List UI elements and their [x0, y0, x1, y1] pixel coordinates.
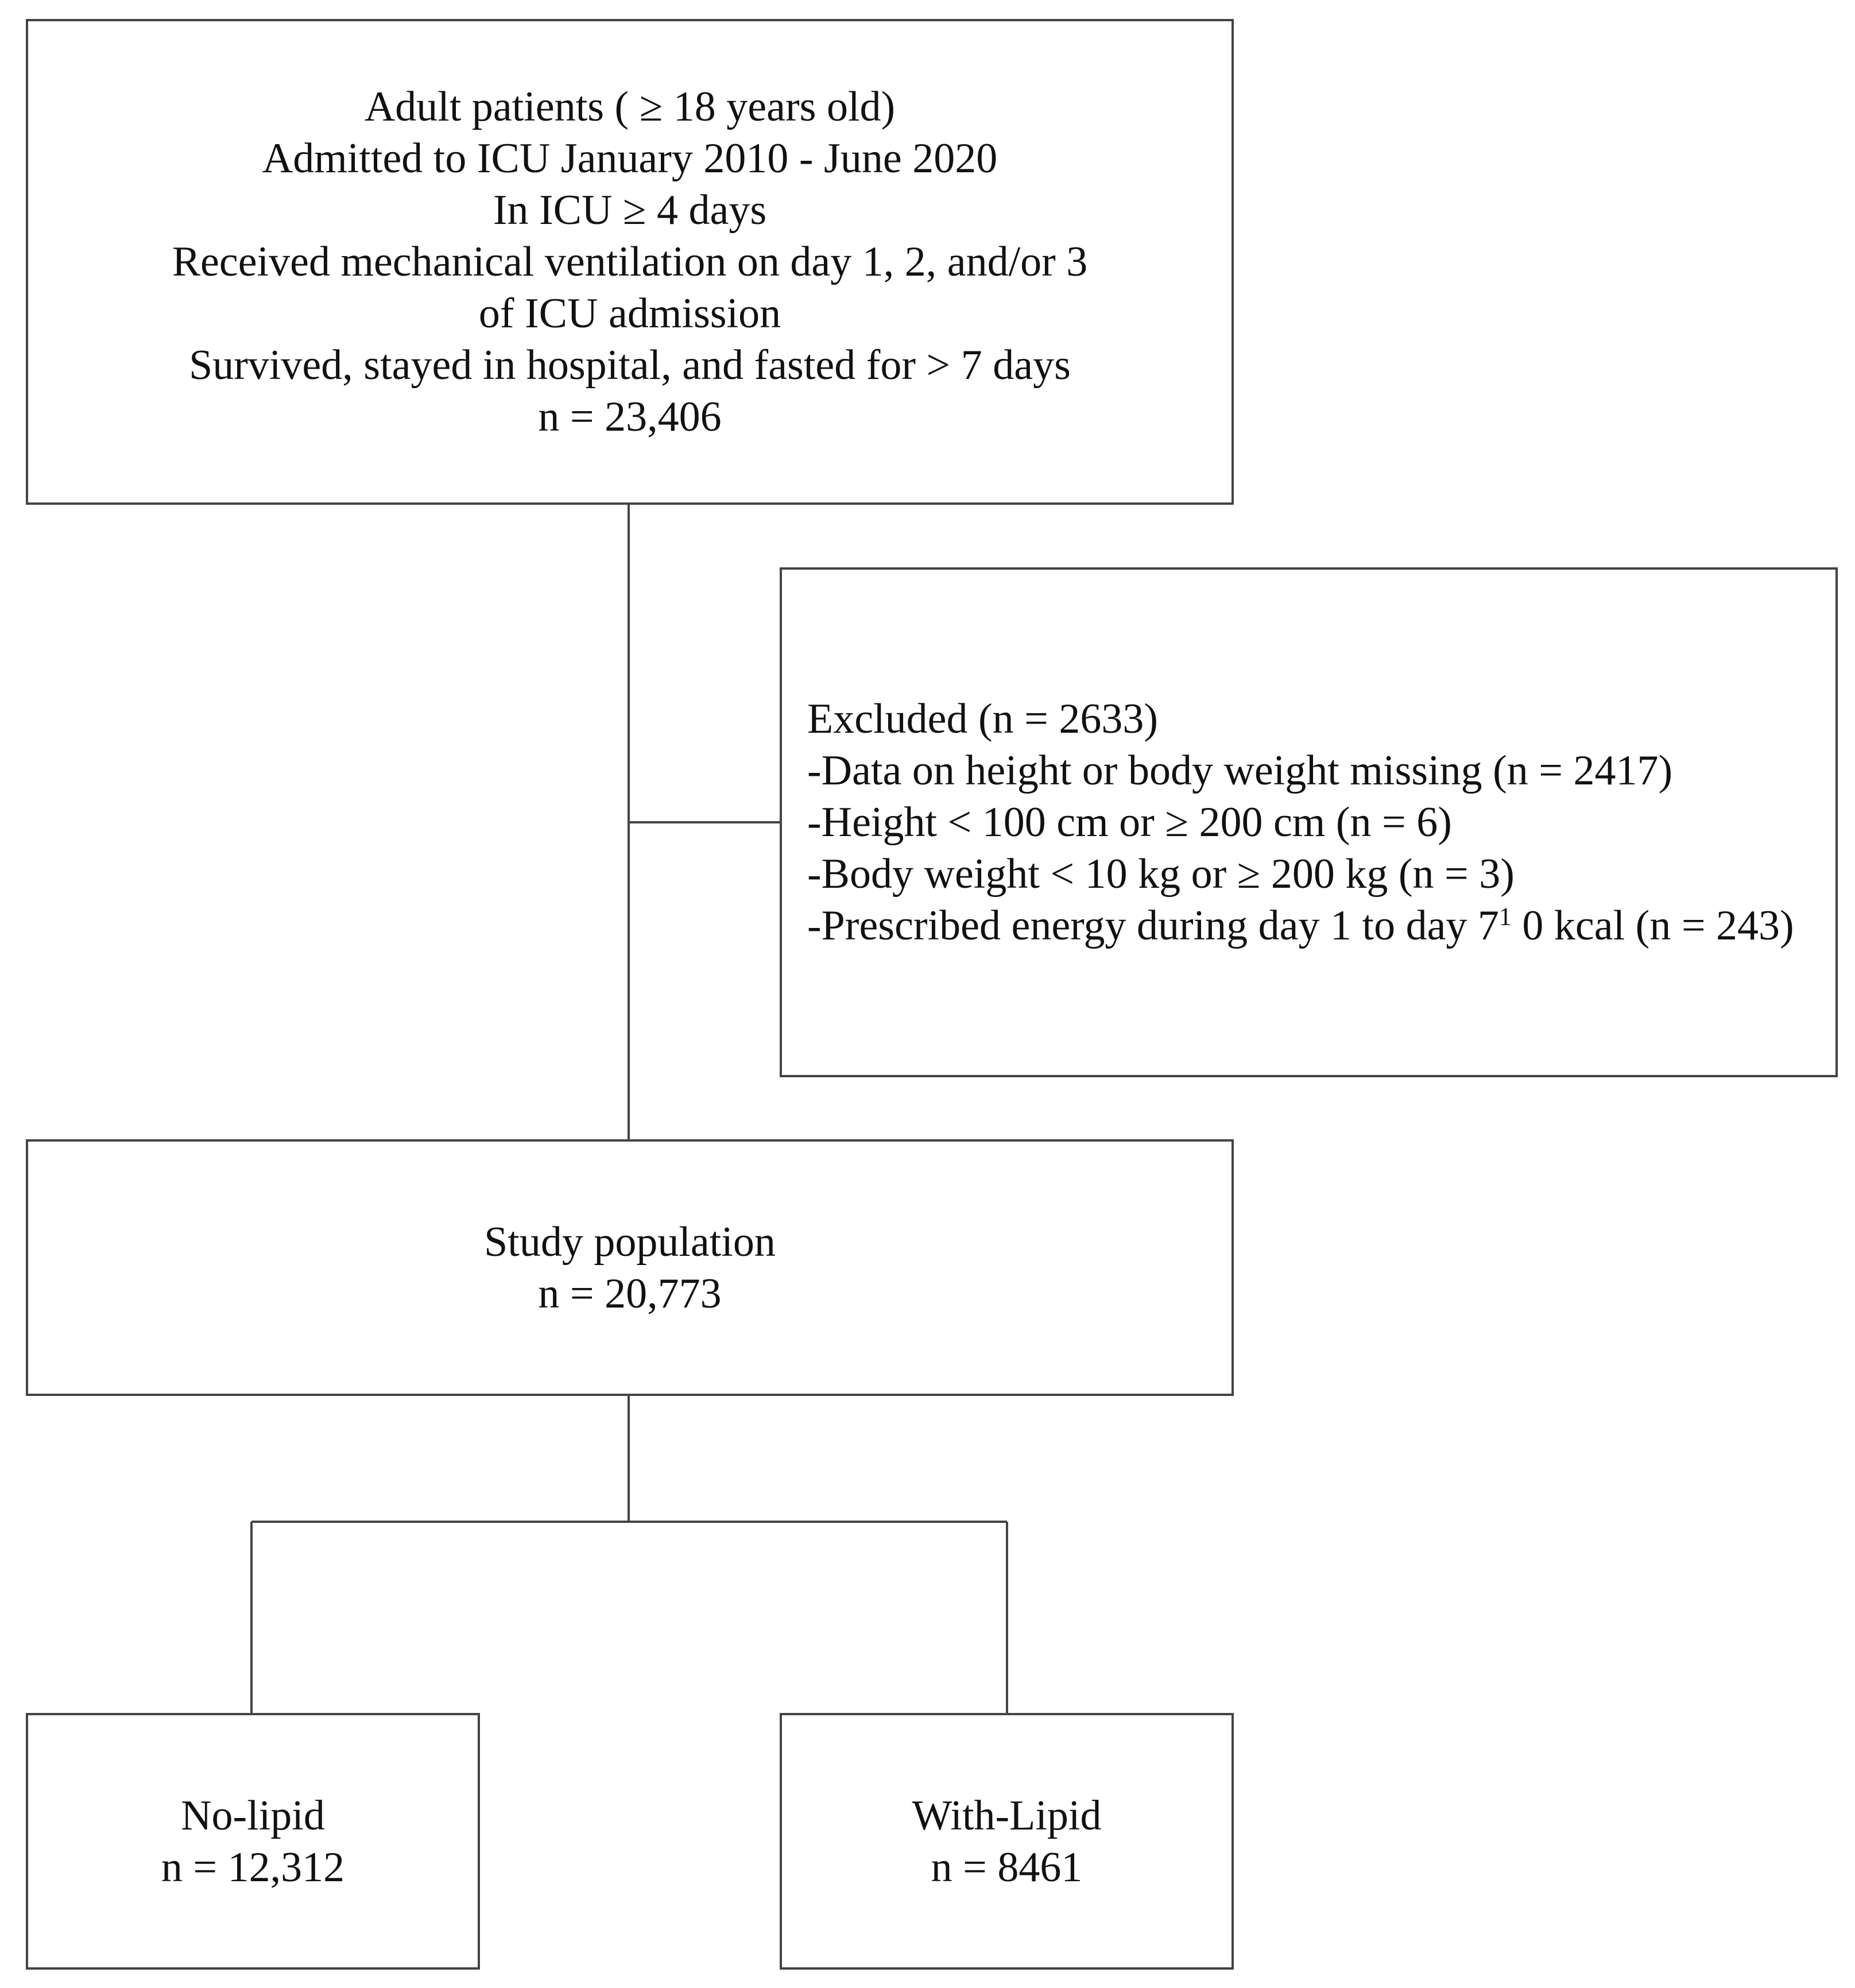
- study-population-count: n = 20,773: [538, 1270, 722, 1317]
- excluded-reason-energy-text-end: 0 kcal (n = 243): [1511, 902, 1794, 949]
- excluded-reason-weight: -Body weight < 10 kg or ≥ 200 kg (n = 3): [807, 850, 1515, 898]
- excluded-reason-energy: -Prescribed energy during day 1 to day 7…: [807, 900, 1794, 952]
- no-lipid-count: n = 12,312: [161, 1843, 345, 1891]
- with-lipid-count: n = 8461: [931, 1843, 1083, 1891]
- eligibility-line-age: Adult patients ( ≥ 18 years old): [364, 83, 896, 130]
- no-lipid-label: No-lipid: [181, 1792, 325, 1839]
- eligibility-count: n = 23,406: [538, 393, 722, 440]
- excluded-title: Excluded (n = 2633): [807, 695, 1158, 742]
- eligibility-line-ventilation-cont: of ICU admission: [478, 290, 781, 337]
- eligibility-line-ventilation: Received mechanical ventilation on day 1…: [172, 238, 1088, 285]
- no-lipid-box: No-lipid n = 12,312: [26, 1713, 480, 1970]
- excluded-reason-energy-sup: 1: [1498, 902, 1512, 931]
- excluded-box: Excluded (n = 2633) -Data on height or b…: [780, 567, 1838, 1077]
- eligibility-line-admission-period: Admitted to ICU January 2010 - June 2020: [262, 135, 998, 182]
- eligibility-box: Adult patients ( ≥ 18 years old) Admitte…: [26, 19, 1234, 505]
- with-lipid-label: With-Lipid: [912, 1792, 1102, 1839]
- excluded-reason-missing-data: -Data on height or body weight missing (…: [807, 747, 1673, 794]
- study-population-box: Study population n = 20,773: [26, 1139, 1234, 1396]
- with-lipid-box: With-Lipid n = 8461: [780, 1713, 1234, 1970]
- eligibility-line-survival: Survived, stayed in hospital, and fasted…: [189, 342, 1071, 389]
- eligibility-line-icu-stay: In ICU ≥ 4 days: [493, 187, 767, 234]
- excluded-reason-height: -Height < 100 cm or ≥ 200 cm (n = 6): [807, 799, 1452, 846]
- excluded-reason-energy-text: -Prescribed energy during day 1 to day 7: [807, 902, 1499, 949]
- study-population-label: Study population: [484, 1218, 776, 1266]
